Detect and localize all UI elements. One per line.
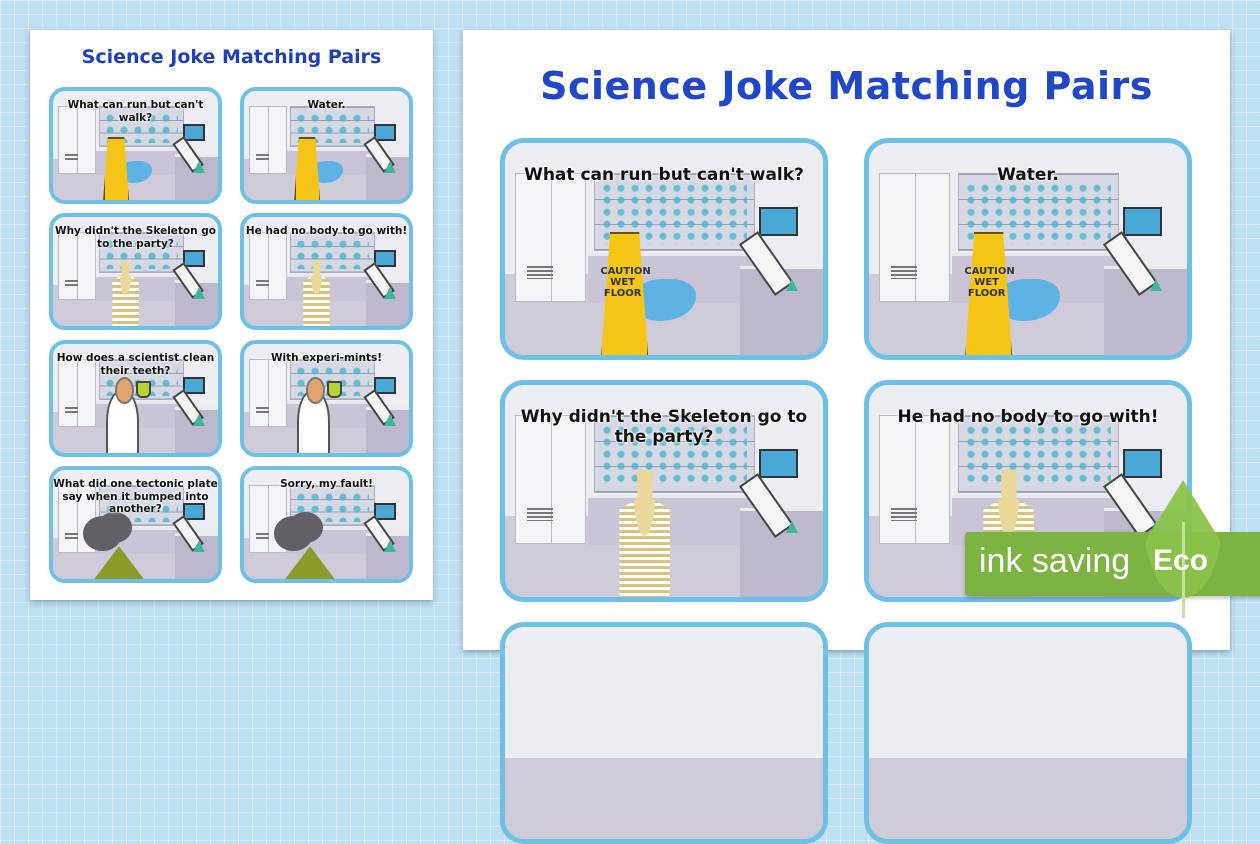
lab-background	[244, 217, 409, 326]
joke-text: Sorry, my fault!	[280, 478, 373, 490]
water-puddle	[310, 160, 343, 183]
sign-text: CAUTION WET FLOOR	[600, 265, 651, 299]
joke-card: Sorry, my fault!	[240, 466, 413, 583]
joke-card: What did one tectonic plate say when it …	[49, 466, 222, 583]
joke-card: How does a scientist clean their teeth?	[49, 340, 222, 457]
joke-card: What can run but can't walk?	[49, 87, 222, 204]
joke-text: Why didn't the Skeleton go to the party?	[520, 407, 808, 448]
page-title: Science Joke Matching Pairs	[540, 64, 1153, 108]
lab-background	[505, 385, 823, 597]
lab-background	[53, 217, 218, 326]
joke-text: How does a scientist clean their teeth?	[56, 352, 215, 377]
joke-card: Why didn't the Skeleton go to the party?	[500, 380, 828, 602]
eco-badge-text: ink saving	[979, 542, 1131, 580]
lab-background	[53, 470, 218, 579]
joke-card: Water.	[240, 87, 413, 204]
lab-background	[869, 143, 1187, 355]
joke-text: Water.	[307, 99, 346, 111]
joke-card: Why didn't the Skeleton go to the party?	[49, 213, 222, 330]
sign-text: CAUTION WET FLOOR	[964, 265, 1015, 299]
joke-card: With experi-mints!	[240, 340, 413, 457]
joke-text: He had no body to go with!	[897, 407, 1159, 427]
smoke-cloud-icon	[82, 515, 123, 551]
water-puddle	[119, 160, 152, 183]
beaker-icon	[135, 381, 152, 399]
joke-text: Water.	[997, 165, 1059, 185]
page-title: Science Joke Matching Pairs	[81, 46, 382, 68]
scientist-icon	[296, 377, 331, 453]
eco-badge-label: Eco	[1153, 544, 1209, 577]
joke-card	[500, 622, 828, 844]
joke-card: CAUTION WET FLOOR What can run but can't…	[500, 138, 828, 360]
joke-text: What did one tectonic plate say when it …	[53, 478, 218, 516]
lab-background	[505, 627, 823, 839]
joke-text: Why didn't the Skeleton go to the party?	[54, 225, 217, 250]
scientist-icon	[105, 377, 140, 453]
leaf-stem	[1182, 522, 1185, 618]
beaker-icon	[326, 381, 343, 399]
joke-text: With experi-mints!	[270, 352, 383, 364]
worksheet-preview-thumbnail: Science Joke Matching Pairs What can run…	[30, 30, 433, 600]
joke-text: He had no body to go with!	[245, 225, 408, 237]
joke-card: CAUTION WET FLOOR Water.	[864, 138, 1192, 360]
smoke-cloud-icon	[273, 515, 314, 551]
joke-card: He had no body to go with!	[240, 213, 413, 330]
eco-ink-saving-badge: ink saving Eco	[965, 480, 1260, 618]
joke-text: What can run but can't walk?	[524, 165, 804, 185]
joke-card	[864, 622, 1192, 844]
lab-background	[869, 627, 1187, 839]
joke-text: What can run but can't walk?	[67, 99, 204, 124]
